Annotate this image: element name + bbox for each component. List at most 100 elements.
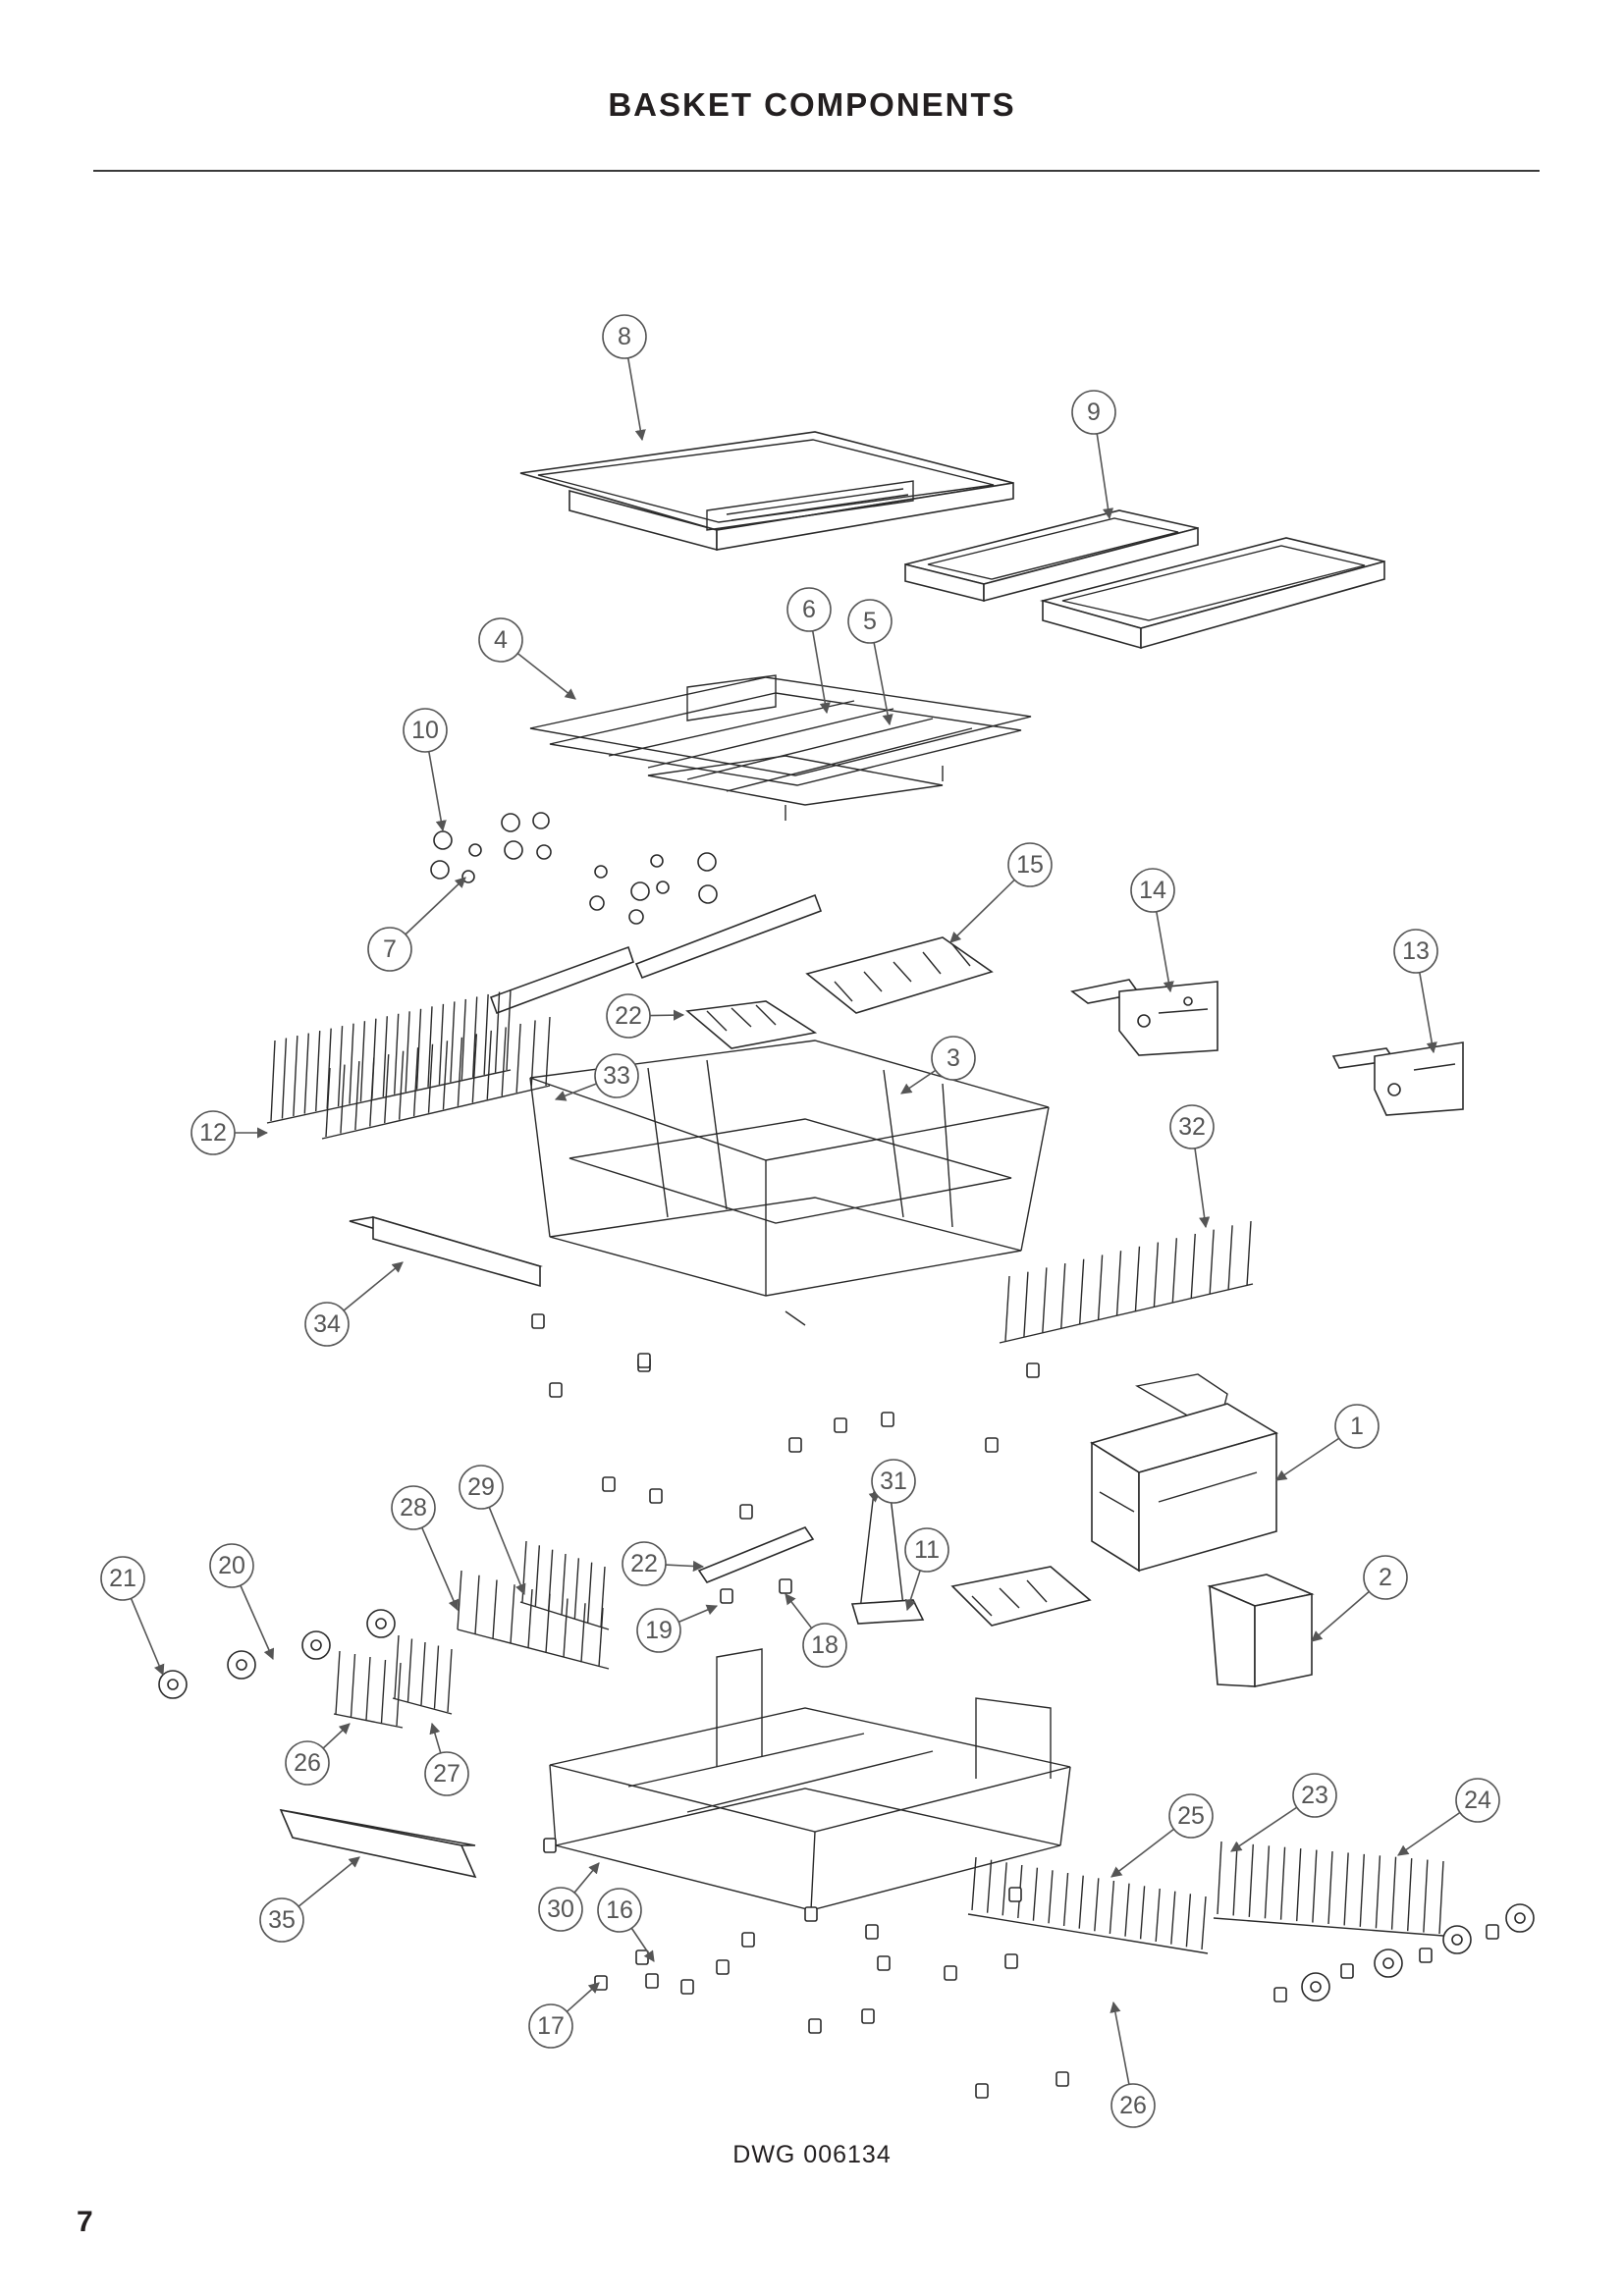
callout-number: 35 <box>268 1906 296 1934</box>
callout-19: 19 <box>636 1604 719 1653</box>
callout-number: 26 <box>294 1749 321 1777</box>
callout-number: 5 <box>863 608 877 635</box>
callout-number: 28 <box>400 1494 427 1522</box>
callout-21: 21 <box>100 1556 165 1677</box>
callout-number: 12 <box>199 1119 227 1147</box>
cutlery-tray-part-9 <box>904 509 1385 650</box>
callout-32: 32 <box>1169 1104 1215 1229</box>
callout-26: 26 <box>285 1723 351 1786</box>
callout-number: 22 <box>630 1550 658 1577</box>
tine-clip-part-22-upper <box>489 893 823 1049</box>
callout-2: 2 <box>1311 1555 1408 1642</box>
callout-7: 7 <box>367 877 466 972</box>
callout-8: 8 <box>602 314 647 442</box>
callout-number: 21 <box>109 1565 136 1592</box>
drawing-number: DWG 006134 <box>732 2141 892 2168</box>
lower-rack-wheels-part-20-21 <box>158 1609 1535 2002</box>
cutlery-basket-part-1 <box>1090 1373 1278 1573</box>
callout-23: 23 <box>1230 1773 1337 1852</box>
callout-26: 26 <box>1110 2001 1156 2128</box>
callout-number: 1 <box>1350 1413 1364 1440</box>
callout-number: 7 <box>383 935 397 963</box>
rack-adjuster-bracket-part-14 <box>1070 979 1218 1056</box>
callout-number: 18 <box>811 1631 839 1659</box>
callout-28: 28 <box>391 1485 460 1612</box>
callout-27: 27 <box>424 1722 469 1796</box>
folding-tine-row-part-12-34 <box>266 988 551 1140</box>
upper-tray-frame-part-8 <box>519 431 1014 552</box>
callout-number: 32 <box>1178 1113 1206 1141</box>
callout-30: 30 <box>538 1862 600 1932</box>
callout-29: 29 <box>459 1465 526 1596</box>
callout-number: 29 <box>467 1473 495 1501</box>
callout-31: 31 <box>868 1459 916 1504</box>
callout-number: 16 <box>606 1896 633 1924</box>
callout-12: 12 <box>190 1110 269 1155</box>
callout-number: 17 <box>537 2012 565 2040</box>
callout-22: 22 <box>622 1541 705 1586</box>
callout-number: 2 <box>1379 1564 1392 1591</box>
rack-adjuster-bracket-part-13 <box>1331 1041 1464 1116</box>
title-divider <box>93 170 1540 172</box>
callout-20: 20 <box>209 1543 275 1661</box>
callout-number: 15 <box>1016 851 1044 879</box>
upper-rack-frame-part-4 <box>529 674 1032 821</box>
callout-number: 27 <box>433 1760 460 1788</box>
trim-strip-part-36 <box>279 1808 477 1879</box>
rack-clips-part-16-19 <box>531 1313 1499 2099</box>
callout-number: 30 <box>547 1896 574 1923</box>
callout-16: 16 <box>597 1888 655 1962</box>
callout-35: 35 <box>259 1856 360 1943</box>
callout-17: 17 <box>528 1982 600 2049</box>
callout-25: 25 <box>1110 1793 1214 1878</box>
callout-number: 25 <box>1177 1802 1205 1830</box>
callout-9: 9 <box>1071 390 1116 520</box>
callout-number: 22 <box>615 1002 642 1030</box>
callout-number: 23 <box>1301 1782 1328 1809</box>
callout-number: 33 <box>603 1062 630 1090</box>
tine-clip-part-22-lower <box>697 1526 1092 1627</box>
callout-18: 18 <box>785 1593 847 1668</box>
callout-number: 6 <box>802 596 816 623</box>
callout-5: 5 <box>847 599 893 726</box>
callout-number: 9 <box>1087 399 1101 426</box>
page-title: BASKET COMPONENTS <box>608 86 1016 123</box>
callout-1: 1 <box>1275 1404 1380 1481</box>
tine-section-part-15 <box>805 936 994 1014</box>
callout-33: 33 <box>554 1053 639 1101</box>
callout-number: 13 <box>1402 937 1430 965</box>
callout-number: 24 <box>1464 1787 1491 1814</box>
callout-24: 24 <box>1397 1778 1500 1856</box>
lower-tine-racks-part-23-26 <box>967 1841 1444 1954</box>
callout-10: 10 <box>403 708 448 832</box>
small-cutlery-basket-part-2 <box>1207 1574 1315 1687</box>
small-tine-racks-part-27-30 <box>333 1540 610 1729</box>
page-number: 7 <box>77 2206 93 2238</box>
callout-number: 31 <box>880 1468 907 1495</box>
callout-3: 3 <box>900 1036 976 1095</box>
callout-number: 20 <box>218 1552 245 1579</box>
callout-number: 8 <box>618 323 631 350</box>
callout-number: 3 <box>947 1044 960 1072</box>
callout-number: 10 <box>411 717 439 744</box>
lower-basket-part-31 <box>549 1648 1071 1911</box>
callout-34: 34 <box>304 1261 404 1347</box>
tine-row-part-33 <box>999 1220 1254 1344</box>
callout-14: 14 <box>1130 868 1175 993</box>
callout-11: 11 <box>904 1527 949 1612</box>
callout-22: 22 <box>606 993 685 1039</box>
trim-strip-part-35 <box>349 1215 543 1288</box>
callout-13: 13 <box>1393 929 1438 1054</box>
callout-number: 26 <box>1119 2092 1147 2119</box>
callout-number: 34 <box>313 1310 341 1338</box>
callout-4: 4 <box>478 617 576 700</box>
upper-basket-part-3 <box>529 1040 1050 1326</box>
wheel-bushing-cluster-part-7-10 <box>430 812 718 925</box>
callout-15: 15 <box>949 842 1053 943</box>
callout-number: 19 <box>645 1617 673 1644</box>
callout-number: 14 <box>1139 877 1166 904</box>
callout-number: 11 <box>914 1536 940 1564</box>
callout-number: 4 <box>494 626 508 654</box>
